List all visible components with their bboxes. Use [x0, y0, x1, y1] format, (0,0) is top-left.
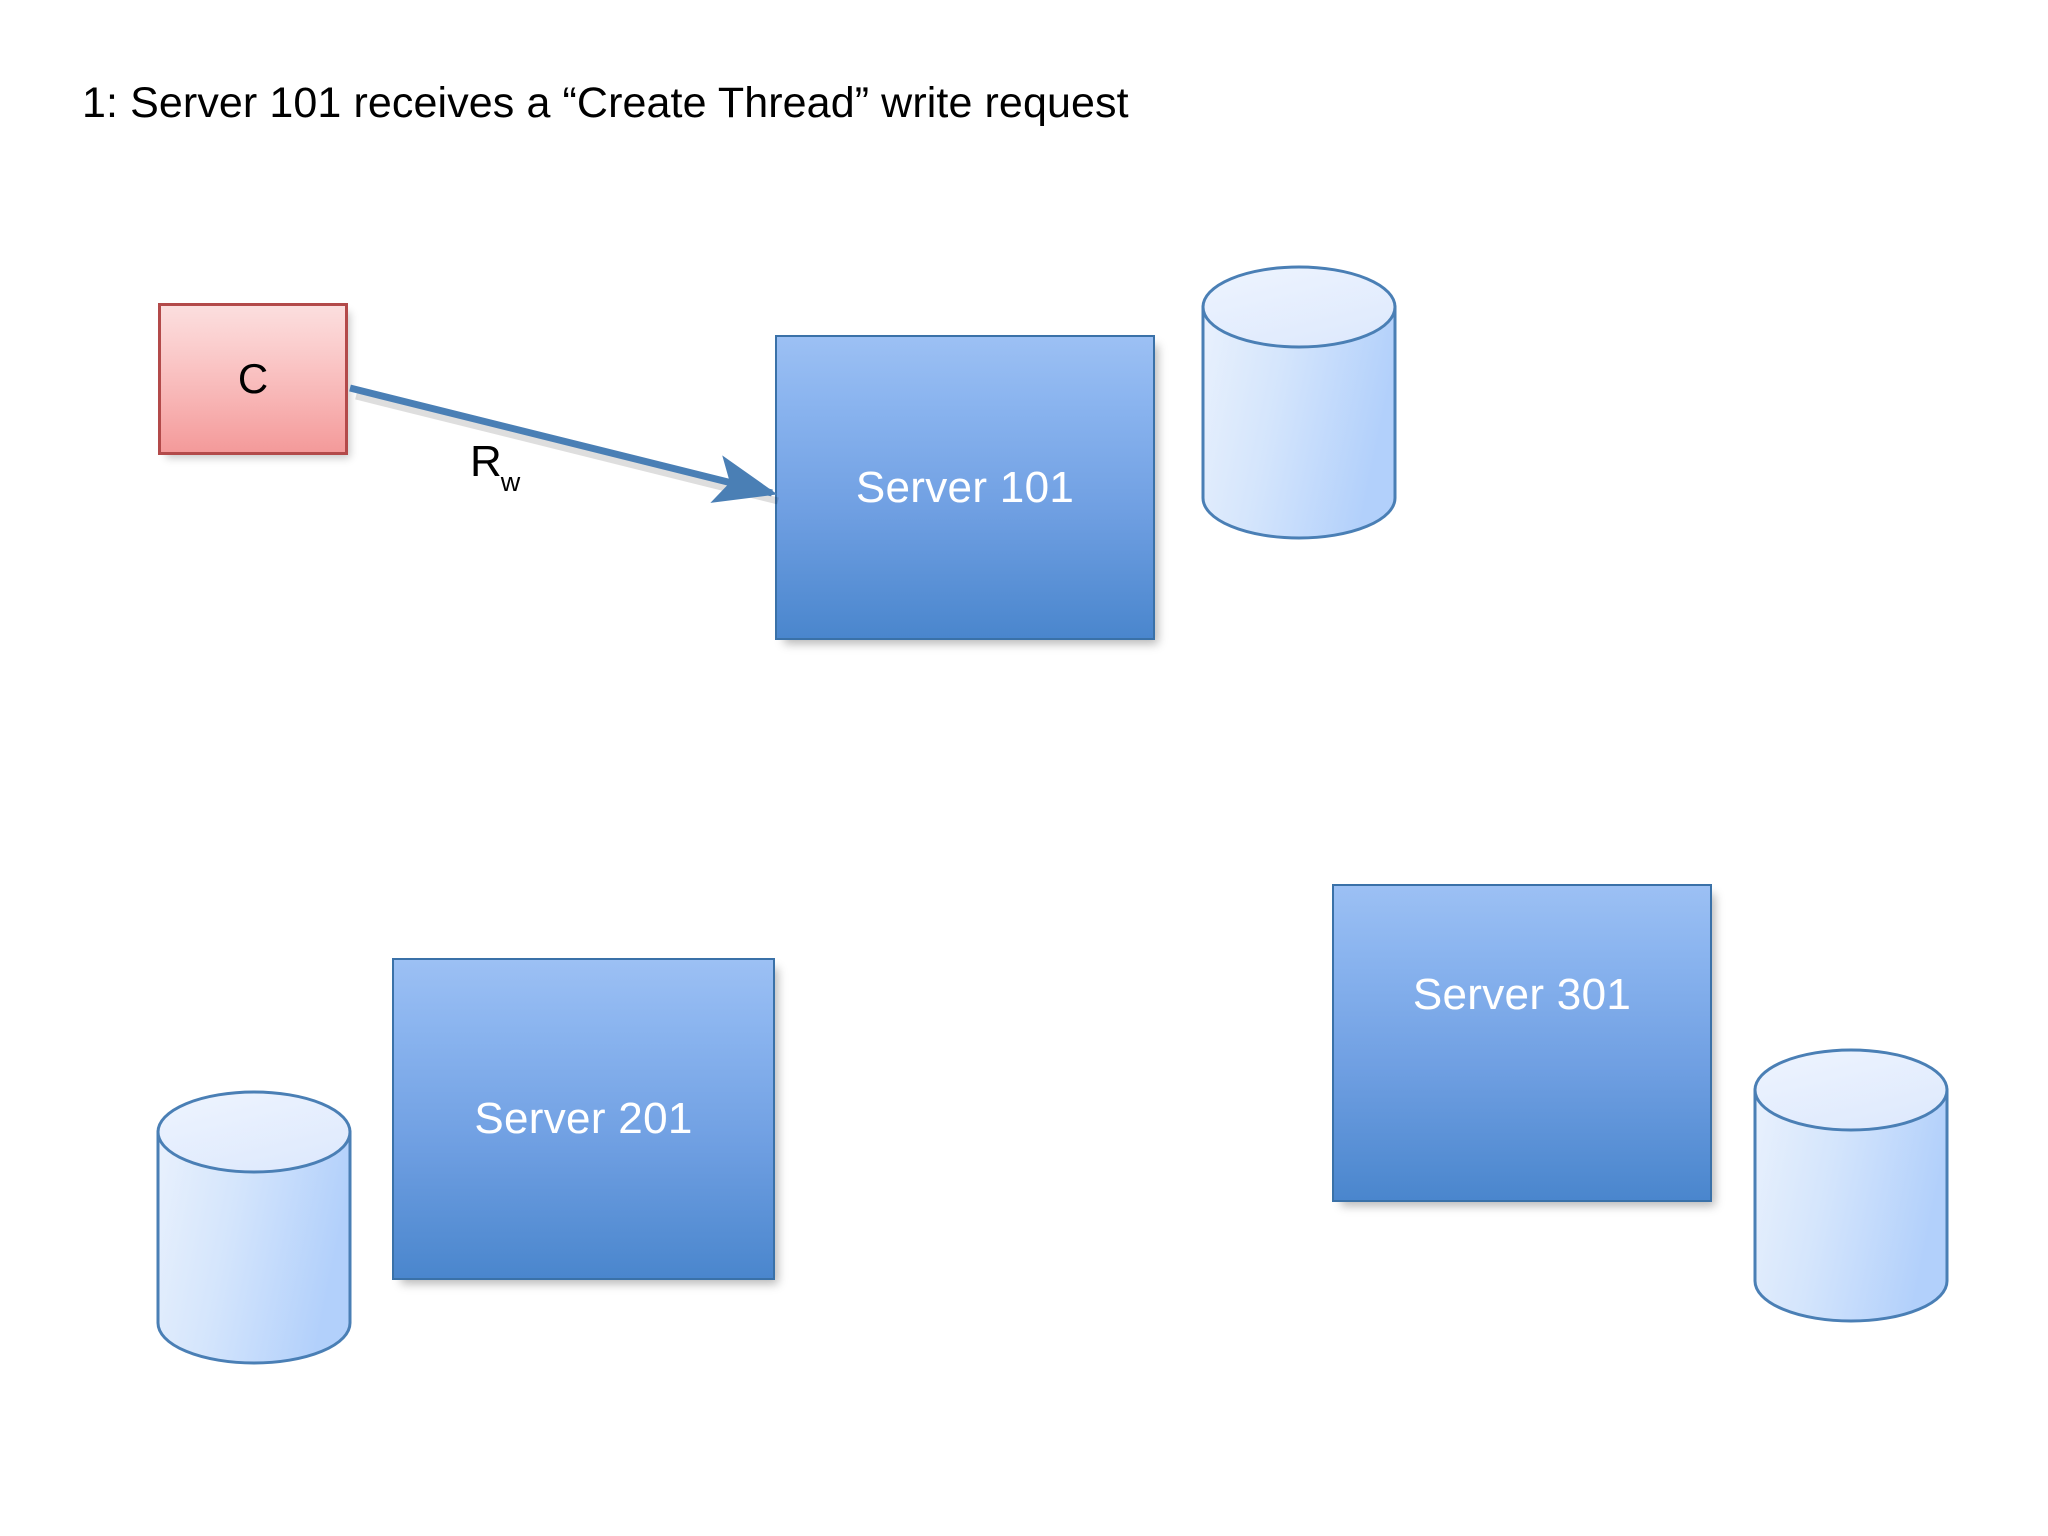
server-node-301[interactable]: Server 301 [1332, 884, 1712, 1202]
edge-label-rw-main: R [470, 437, 502, 486]
server-node-101[interactable]: Server 101 [775, 335, 1155, 640]
edge-label-rw-subscript: w [500, 466, 521, 497]
database-cylinder-server301 [1752, 1048, 1950, 1323]
database-cylinder-server101 [1200, 265, 1398, 540]
edge-client-to-server101 [349, 384, 779, 505]
page-title: 1: Server 101 receives a “Create Thread”… [82, 79, 1129, 127]
server-node-201-label: Server 201 [474, 1094, 693, 1143]
edge-label-rw: Rw [470, 437, 521, 496]
client-node-label: C [237, 355, 269, 402]
client-node[interactable]: C [158, 303, 348, 455]
database-cylinder-server201 [155, 1090, 353, 1365]
server-node-201[interactable]: Server 201 [392, 958, 775, 1280]
server-node-101-label: Server 101 [855, 462, 1075, 512]
server-node-301-label: Server 301 [1412, 970, 1632, 1019]
